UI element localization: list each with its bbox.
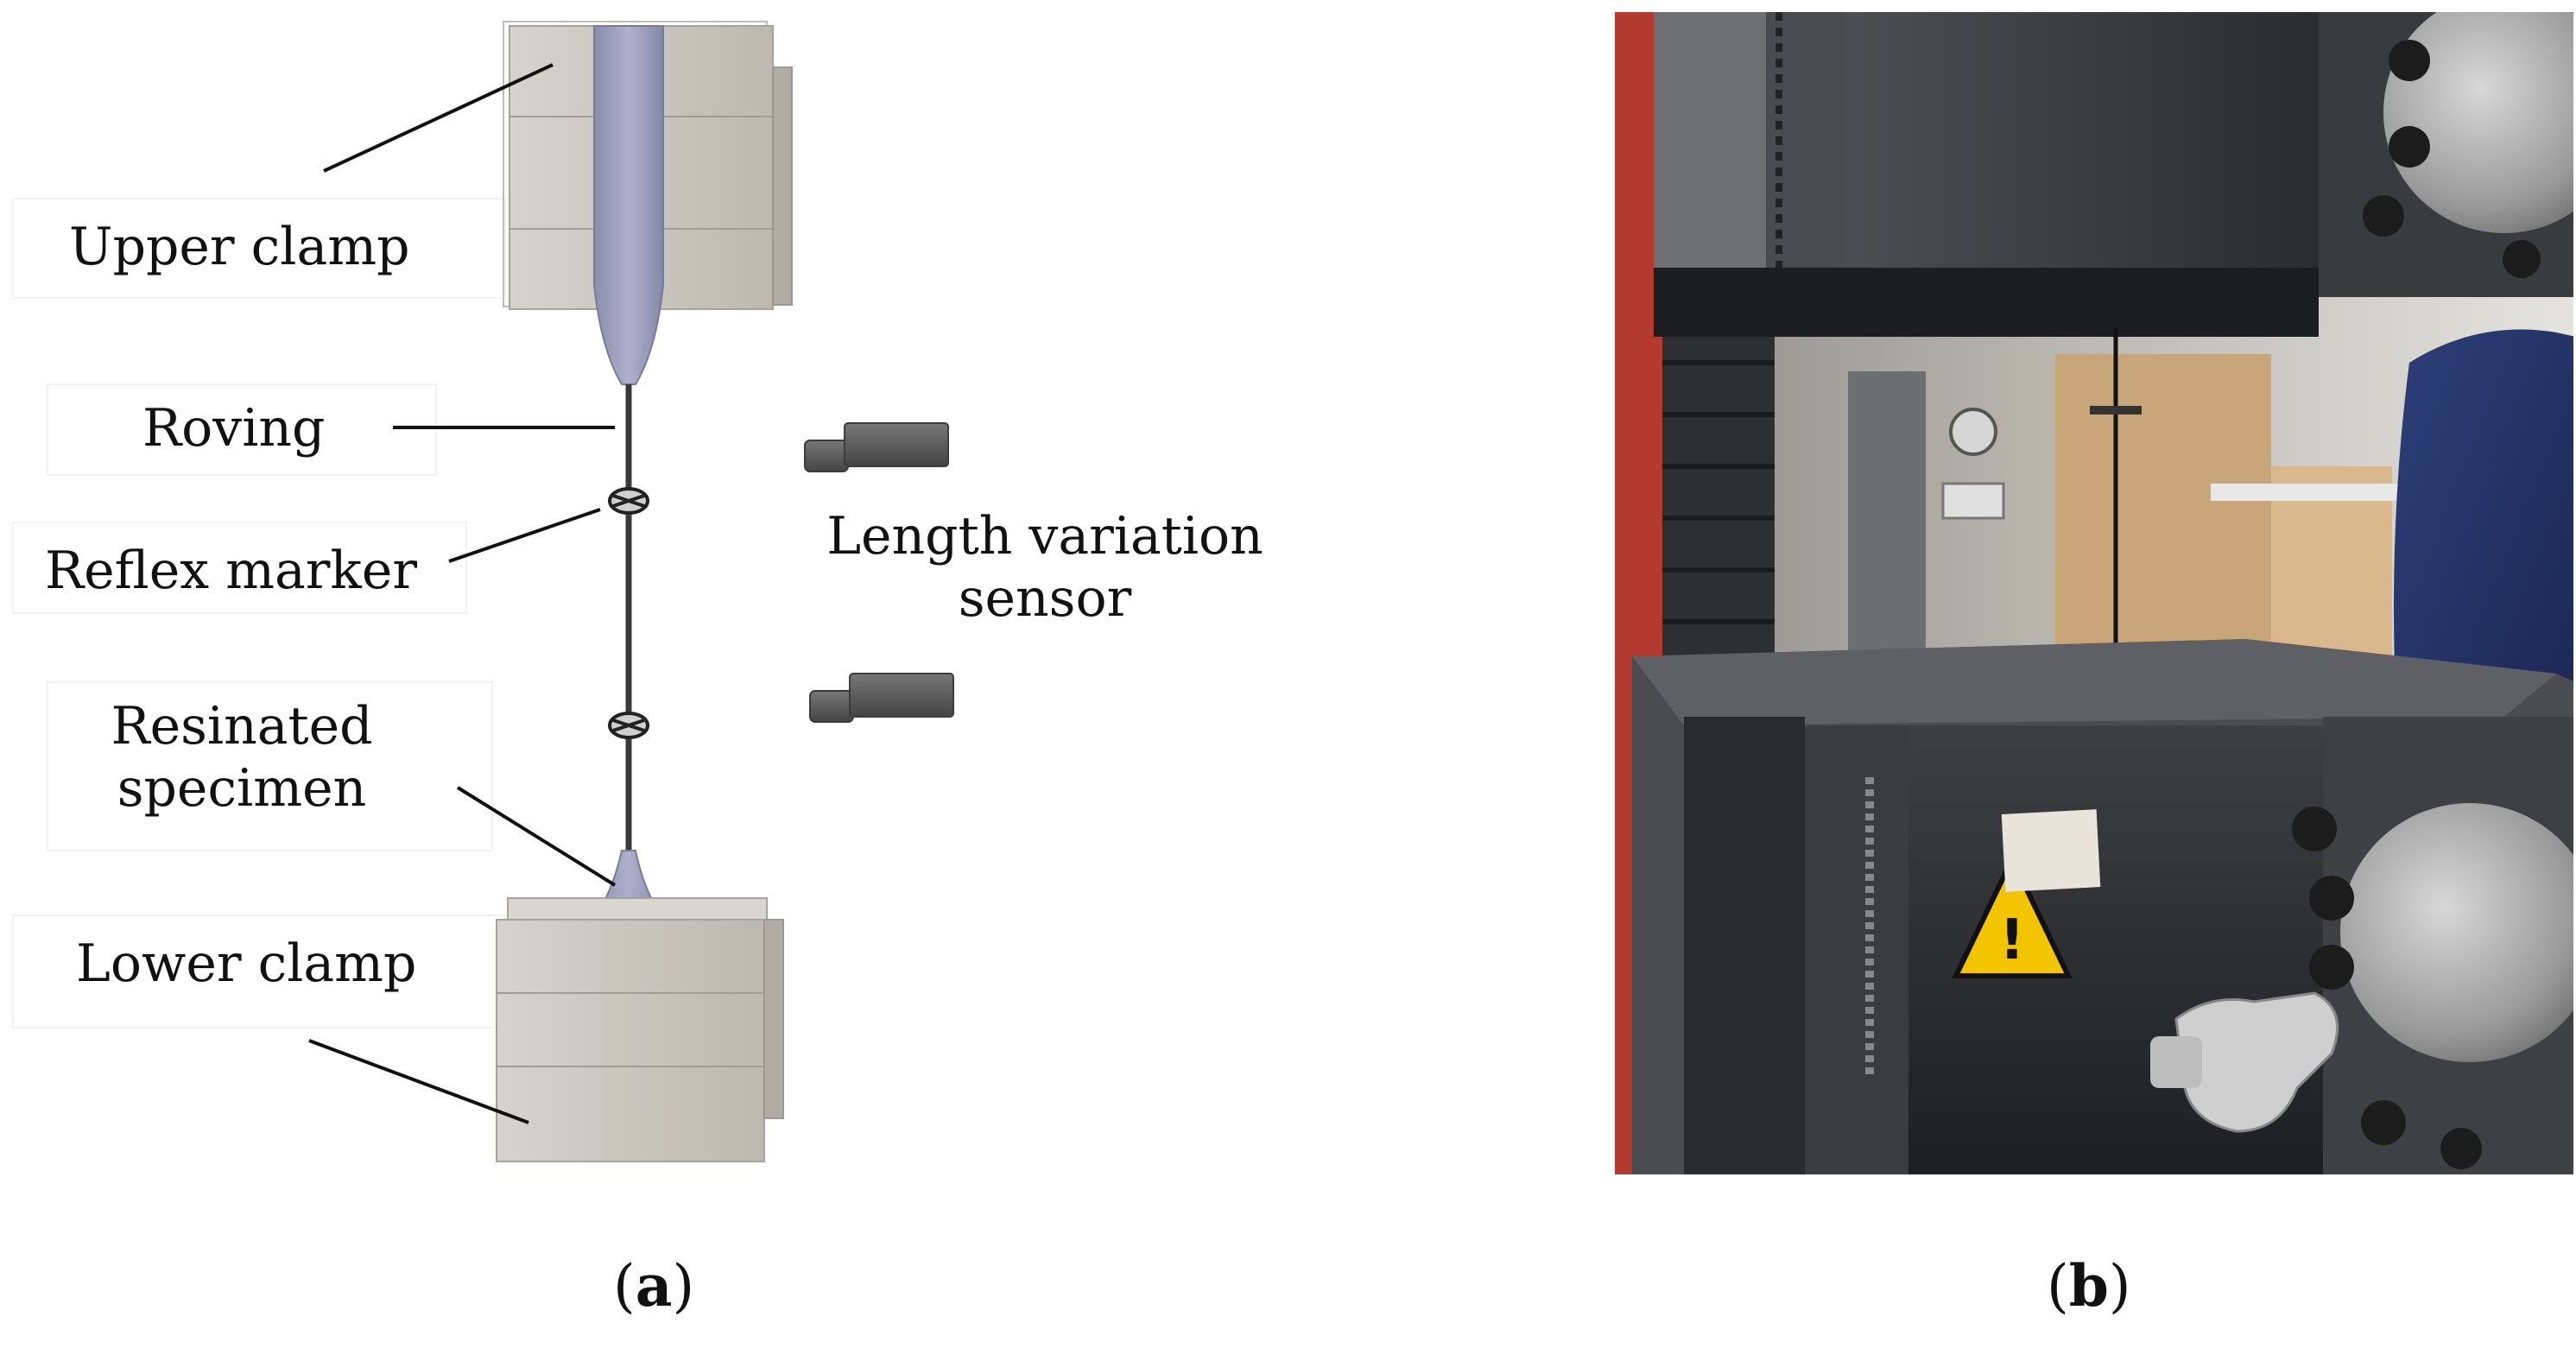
label-roving: Roving (142, 398, 326, 459)
label-lower-clamp: Lower clamp (76, 933, 417, 994)
leader-upper-clamp (323, 63, 554, 173)
label-length-variation-sensor-line2: sensor (958, 568, 1132, 629)
panel-b-photo: ! (1615, 12, 2573, 1174)
caption-b-letter: b (2068, 1252, 2109, 1320)
label-reflex-marker: Reflex marker (45, 541, 418, 601)
length-variation-sensor-upper (804, 422, 949, 472)
caption-b: (b) (2047, 1252, 2131, 1320)
label-length-variation-sensor-line1: Length variation (826, 506, 1263, 566)
upper-specimen-tab (593, 25, 664, 385)
label-resinated-specimen-line2: specimen (117, 758, 367, 819)
caption-a: (a) (613, 1252, 695, 1320)
svg-text:!: ! (1999, 908, 2024, 972)
label-upper-clamp: Upper clamp (69, 217, 410, 277)
lower-clamp (496, 897, 784, 1162)
label-length-variation-sensor: Length variation sensor (803, 505, 1287, 630)
label-resinated-specimen: Resinated specimen (82, 695, 402, 820)
reflex-marker-lower (608, 712, 649, 739)
label-resinated-specimen-line1: Resinated (111, 696, 373, 756)
leader-reflex-marker (448, 508, 601, 563)
caption-a-letter: a (635, 1252, 673, 1320)
panel-a-schematic (12, 21, 954, 1162)
label-backgrounds (12, 198, 506, 1028)
leader-lines (308, 63, 617, 1124)
leader-resinated-specimen (456, 786, 617, 887)
leader-lower-clamp (308, 1039, 529, 1124)
length-variation-sensor-lower (809, 673, 954, 723)
reflex-marker-upper (608, 487, 649, 515)
